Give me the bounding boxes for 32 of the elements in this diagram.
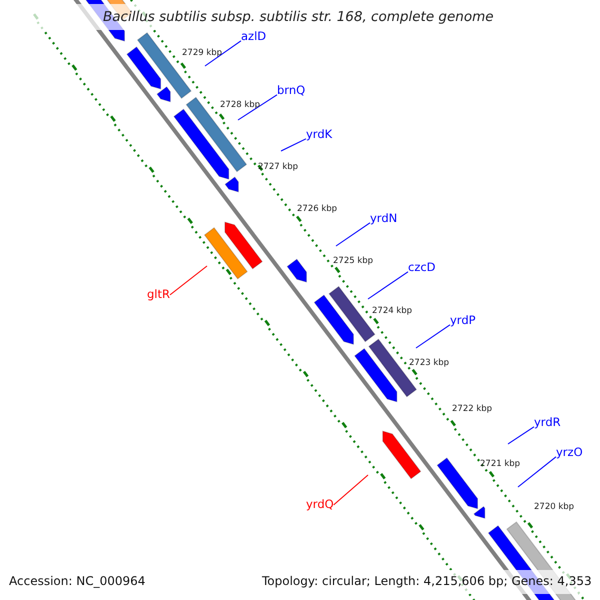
tick-label: 2728 kbp [220,100,260,110]
leader-line [368,271,408,300]
gene-label: yrdP [450,314,476,328]
tick-label: 2726 kbp [297,204,338,214]
tick-label: 2720 kbp [534,502,574,512]
gene-label: gltR [147,288,170,302]
tick-label: 2721 kbp [480,459,520,470]
leader-line [238,94,278,120]
gene-label: azlD [241,30,266,44]
gene-label: brnQ [277,84,306,98]
tick-label: 2724 kbp [372,306,412,316]
tick-label: 2729 kbp [182,48,222,58]
tick-label: 2725 kbp [333,256,374,266]
leader-line [280,138,306,152]
gene-label: yrdK [306,128,332,142]
gene-label: yrdN [370,212,398,226]
gene-label: yrdQ [306,498,334,512]
topology-text: Topology: circular; Length: 4,215,606 bp; Genes: 4,353 [262,574,592,588]
leader-line [508,426,534,444]
leader-line [416,324,450,348]
leader-line [204,40,242,66]
gene-label: yrzO [556,446,583,460]
gene-label: czcD [408,261,436,275]
tick-label: 2722 kbp [452,404,492,414]
leader-line [336,222,370,246]
title: Bacillus subtilis subsp. subtilis str. 168, complete genome [103,9,494,26]
tick-label: 2723 kbp [409,358,450,368]
leader-line [333,474,368,506]
gene-label: yrdR [534,416,561,430]
leader-line [170,266,208,296]
leader-line [518,456,556,488]
accession-text: Accession: NC_000964 [9,574,146,588]
